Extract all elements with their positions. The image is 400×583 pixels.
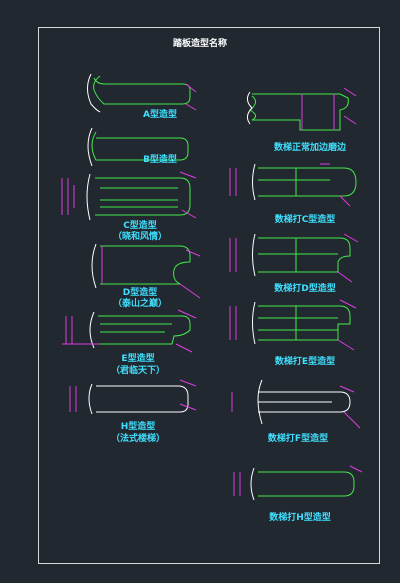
caption-s2: 数梯打C型造型: [274, 215, 336, 225]
profile-e: [62, 309, 197, 353]
caption-e: E型造型: [121, 354, 155, 364]
caption-s4: 数梯打E型造型: [274, 357, 336, 367]
caption-b: B型造型: [143, 155, 177, 165]
profile-s2: [229, 163, 357, 207]
caption-s6: 数梯打H型造型: [269, 513, 331, 523]
caption-s1: 数梯正常加边磨边: [273, 143, 346, 153]
caption-h: H型造型: [120, 422, 156, 432]
caption-d-sub: （泰山之巅）: [112, 299, 167, 309]
profile-a: [87, 73, 197, 113]
drawing-frame: [38, 27, 380, 564]
profile-s6: [233, 465, 363, 501]
caption-s5: 数梯打F型造型: [267, 434, 329, 444]
caption-a: A型造型: [143, 110, 177, 120]
caption-c: C型造型: [123, 221, 157, 231]
profile-d: [91, 243, 201, 299]
profile-s3: [229, 233, 359, 283]
profile-s1: [246, 87, 357, 131]
profile-s5: [231, 379, 361, 429]
profile-b: [87, 127, 189, 167]
caption-c-sub: （晓和风情）: [112, 232, 167, 242]
profile-h: [69, 379, 197, 415]
caption-e-sub: （君临天下）: [110, 366, 165, 376]
profile-s4: [229, 299, 357, 351]
caption-s3: 数梯打D型造型: [274, 284, 336, 294]
drawing-title: 踏板造型名称: [172, 39, 227, 49]
caption-d: D型造型: [122, 288, 158, 298]
profile-c: [61, 171, 197, 221]
caption-h-sub: （法式楼梯）: [110, 434, 165, 444]
